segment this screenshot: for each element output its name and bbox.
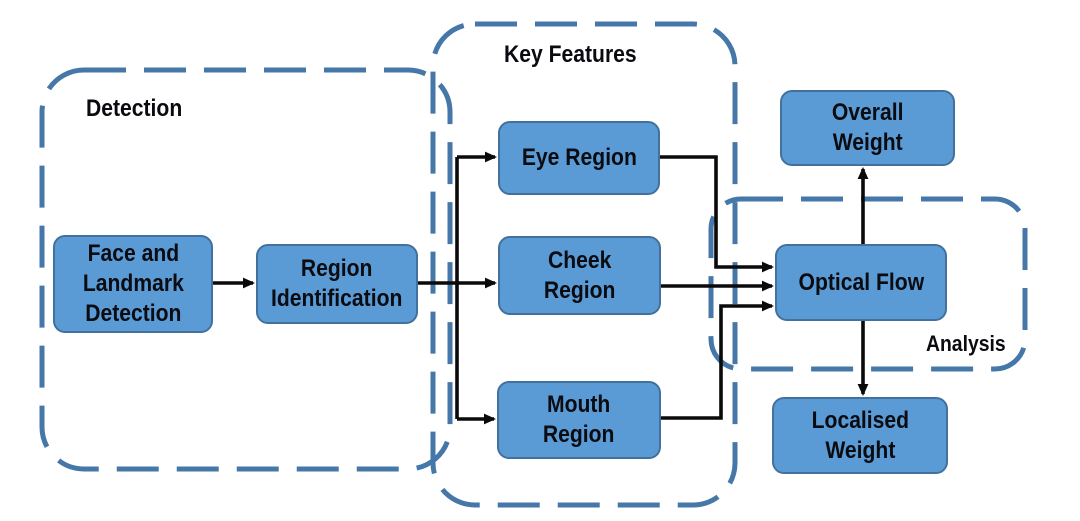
node-overall-weight: Overall Weight xyxy=(780,90,955,166)
node-label: Region Identification xyxy=(271,255,403,312)
node-label: Mouth Region xyxy=(543,391,615,448)
node-label: Cheek Region xyxy=(543,246,616,304)
node-eye-region: Eye Region xyxy=(498,121,660,195)
node-label: Optical Flow xyxy=(798,268,924,296)
node-label: Face and Landmark Detection xyxy=(82,240,184,327)
edge-eye-to-optical-flow xyxy=(660,155,775,273)
container-label-analysis: Analysis xyxy=(926,331,1006,356)
container-label-key-features: Key Features xyxy=(504,41,637,68)
node-label: Eye Region xyxy=(521,144,637,171)
node-localised-weight: Localised Weight xyxy=(772,397,948,474)
container-key-features-border xyxy=(430,21,738,508)
container-detection-border xyxy=(39,67,453,472)
node-face-landmark-detection: Face and Landmark Detection xyxy=(53,235,213,333)
node-label: Overall Weight xyxy=(831,99,904,156)
node-cheek-region: Cheek Region xyxy=(498,236,661,315)
container-analysis-border xyxy=(708,196,1028,372)
edge-mouth-to-optical-flow xyxy=(661,300,775,420)
node-optical-flow: Optical Flow xyxy=(775,244,947,321)
node-region-identification: Region Identification xyxy=(256,244,418,324)
node-mouth-region: Mouth Region xyxy=(497,381,661,459)
node-label: Localised Weight xyxy=(811,406,909,464)
container-label-detection: Detection xyxy=(86,95,183,122)
